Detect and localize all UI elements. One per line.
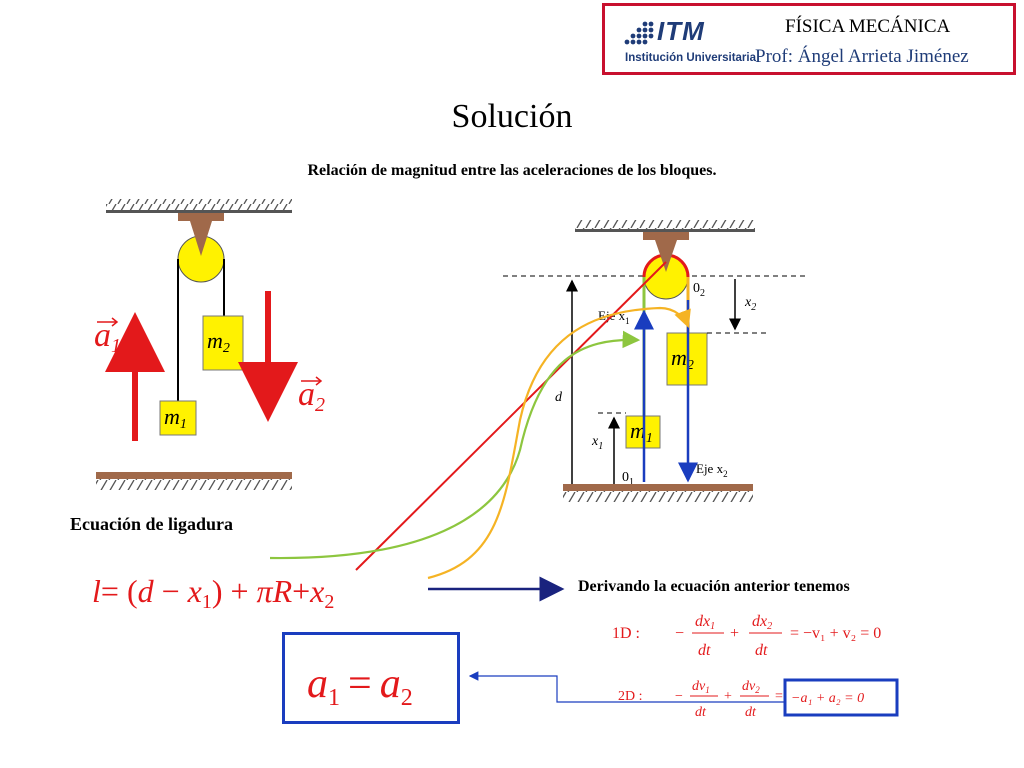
left-block-m1 — [159, 400, 197, 436]
axis-x2-label: Eje x2 — [696, 461, 728, 479]
eq1-den1: dt — [698, 642, 711, 659]
constraint-equation-text: l= (d − x1) + πR+x2 — [92, 573, 334, 613]
eq2-num1: dv1 — [692, 679, 710, 695]
eq1-plus: + — [730, 625, 739, 642]
right-floor — [563, 484, 753, 491]
derivation-label: Derivando la ecuación anterior tenemos — [578, 578, 850, 595]
dim-x2-label: x2 — [744, 295, 756, 313]
logo-subtitle: Institución Universitaria — [625, 52, 757, 64]
eq2-plus: + — [724, 689, 732, 704]
origin-0-2-label: 02 — [693, 281, 705, 299]
eq2-den2: dt — [745, 705, 757, 720]
derivation-eq2: 2D : − dv1 dt + dv2 dt = −a₁ + a₂ = 0 — [618, 678, 899, 720]
eq1-minus: − — [675, 625, 684, 642]
right-floor-hatch — [563, 491, 753, 502]
accel-a2-label: a2 — [298, 376, 325, 416]
connector-orange-x2 — [427, 306, 691, 580]
left-m2-label: m2 — [207, 328, 230, 356]
right-ceiling-hatch — [575, 220, 755, 230]
page-title: Solución — [451, 98, 573, 135]
connector-curves — [269, 261, 784, 703]
connector-green-d-x1 — [269, 330, 641, 560]
left-pulley-hanger — [190, 221, 212, 256]
dim-x1-label: x1 — [591, 434, 603, 452]
accel-a1-label: a1 — [94, 317, 121, 357]
left-m1-label: m1 — [164, 404, 187, 432]
left-ceiling-mount — [178, 213, 224, 221]
a1-vector-mark — [97, 317, 119, 327]
derivation-eq1: 1D : − dx1 dt + dx2 dt = −v₁ + v₂ = 0 — [612, 613, 881, 659]
connector-red-piR — [355, 261, 667, 571]
eq1-num2: dx2 — [752, 613, 772, 632]
left-block-m2 — [202, 315, 244, 371]
result-box: a1=a2 — [282, 632, 460, 724]
left-pulley-figure: m2 m1 a1 a2 — [94, 199, 325, 490]
eq1-num1: dx1 — [695, 613, 715, 632]
logo-text: ITM — [657, 16, 705, 46]
eq2-num2: dv2 — [742, 679, 760, 695]
eq2-minus: − — [675, 689, 683, 704]
eq2-den1: dt — [695, 705, 707, 720]
header-box: ITM Institución Universitaria FÍSICA MEC… — [602, 3, 1016, 75]
result-equation: a1=a2 — [307, 661, 413, 711]
svg-text:a1=a2: a1=a2 — [307, 661, 413, 711]
left-ceiling-line — [106, 210, 292, 213]
constraint-equation: l= (d − x1) + πR+x2 — [92, 573, 334, 613]
dim-d-label: d — [555, 390, 563, 405]
right-ceiling-mount — [643, 232, 689, 240]
right-m1-label: m1 — [630, 418, 653, 446]
right-pulley-hanger — [655, 240, 677, 272]
origin-0-1-label: 01 — [622, 470, 634, 488]
eq1-rhs: = −v₁ + v₂ = 0 — [790, 625, 881, 642]
logo-dots-icon — [624, 21, 654, 45]
left-ceiling-hatch — [106, 199, 292, 211]
arrow-to-result — [468, 671, 784, 703]
constraint-label: Ecuación de ligadura — [70, 514, 234, 534]
subtitle: Relación de magnitud entre las aceleraci… — [307, 162, 717, 179]
left-floor-hatch — [96, 479, 292, 490]
right-m2-label: m2 — [671, 345, 694, 373]
course-title: FÍSICA MECÁNICA — [785, 16, 951, 37]
itm-logo: ITM Institución Universitaria — [621, 14, 756, 70]
right-pulley-figure: m2 m1 02 01 x2 x1 d Eje x1 Eje x2 — [503, 220, 805, 502]
eq2-boxed-result: −a₁ + a₂ = 0 — [791, 691, 864, 706]
eq2-tag: 2D : — [618, 689, 643, 704]
a2-vector-mark — [301, 376, 323, 386]
professor-name: Prof: Ángel Arrieta Jiménez — [755, 46, 969, 67]
eq1-tag: 1D : — [612, 625, 640, 642]
eq2-result-box — [783, 678, 899, 717]
eq2-equals: = — [775, 689, 783, 704]
left-floor — [96, 472, 292, 479]
right-ceiling-line — [575, 229, 755, 232]
eq1-den2: dt — [755, 642, 768, 659]
